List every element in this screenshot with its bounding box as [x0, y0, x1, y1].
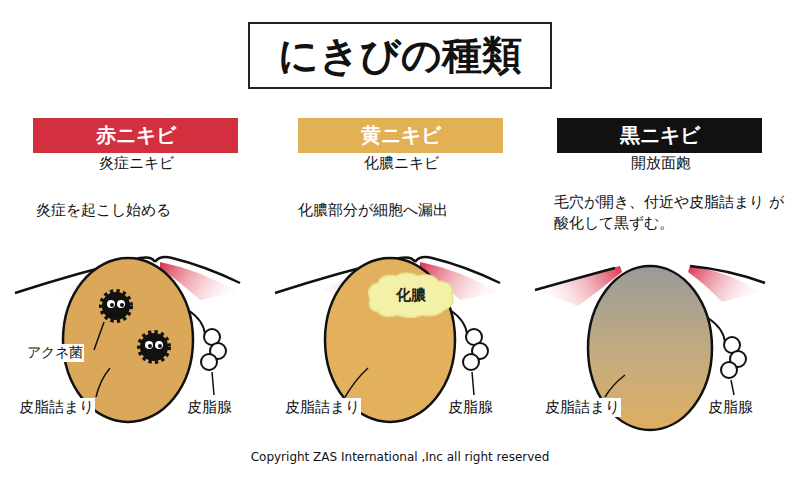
black-acne-follicle [535, 266, 765, 430]
black-band: 黒ニキビ [557, 118, 762, 153]
node-text: 赤ニキビ [96, 122, 176, 149]
label-text: 開放面皰 [557, 154, 764, 173]
yellow-band: 黄ニキビ [298, 118, 503, 153]
title-text: にきびの種類 [278, 28, 522, 83]
node-text: 黒ニキビ [620, 122, 700, 149]
copyright-caption: Copyright ZAS International ,Inc all rig… [251, 450, 550, 464]
label-text: アクネ菌 [26, 344, 84, 362]
node-text: 黄ニキビ [361, 122, 441, 149]
label-text: 皮脂詰まり [544, 398, 621, 417]
acne-bacteria [102, 292, 168, 361]
label-text: 皮脂腺 [707, 398, 754, 417]
label-text: 皮脂詰まり [18, 398, 95, 417]
red-acne-follicle [15, 257, 240, 422]
label-text: 皮脂詰まり [284, 398, 361, 417]
label-text: 皮脂腺 [447, 398, 494, 417]
red-band: 赤ニキビ [33, 118, 238, 153]
yellow-acne-follicle [275, 257, 500, 422]
title-box: にきびの種類 [248, 22, 552, 89]
label-text: 炎症を起こし始める [35, 201, 172, 220]
label-text: 毛穴が開き、付近や皮脂詰まり が酸化して黒ずむ。 [553, 192, 787, 234]
label-text: 皮脂腺 [186, 398, 233, 417]
label-text: 化膿部分が細胞へ漏出 [297, 201, 449, 220]
label-text: 化膿ニキビ [298, 154, 505, 173]
pus-cloud: 化膿 [366, 272, 456, 318]
node-text: 化膿 [396, 286, 426, 305]
label-text: 炎症ニキビ [33, 154, 240, 173]
